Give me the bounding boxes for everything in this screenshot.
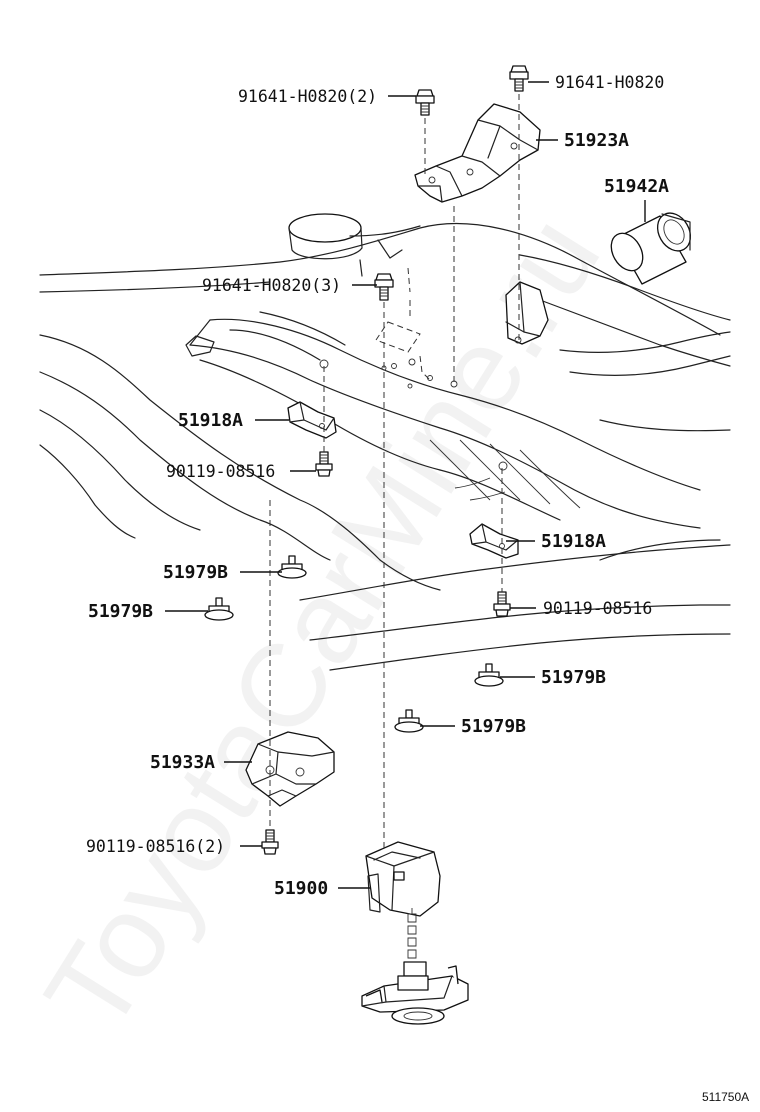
cushion-51979B-4 — [394, 709, 424, 733]
label-pipe-51942A: 51942A — [604, 176, 669, 197]
label-bolt-91641-H0820-left: 91641-H0820(2) — [238, 87, 377, 106]
figure-code: 511750A — [702, 1090, 749, 1104]
callout-labels: 91641-H0820(2) 91641-H0820 51923A 51942A… — [86, 73, 669, 899]
bolt-90119-08516-right — [493, 591, 511, 617]
spare-tire-carrier-51900 — [361, 841, 469, 1025]
cushion-51979B-2 — [204, 597, 234, 621]
pipe-51942A — [610, 212, 692, 285]
bracket-51918A-left — [287, 401, 337, 439]
label-bolt-90119-08516-lower: 90119-08516(2) — [86, 837, 225, 856]
label-bracket-51923A: 51923A — [564, 130, 629, 151]
label-cushion-51979B-3: 51979B — [541, 667, 606, 688]
bolt-90119-08516-left — [315, 451, 333, 477]
label-cushion-51979B-1: 51979B — [163, 562, 228, 583]
label-bracket-51918A-right: 51918A — [541, 531, 606, 552]
label-bolt-91641-H0820-right: 91641-H0820 — [555, 73, 664, 92]
callout-leaders — [165, 81, 646, 889]
label-cushion-51979B-2: 51979B — [88, 601, 153, 622]
bracket-51923A — [414, 103, 541, 203]
label-bolt-91641-H0820-center: 91641-H0820(3) — [202, 276, 341, 295]
bolt-90119-08516-lower — [261, 829, 279, 855]
label-bracket-51933A: 51933A — [150, 752, 215, 773]
label-bracket-51918A-left: 51918A — [178, 410, 243, 431]
cushion-51979B-3 — [474, 663, 504, 687]
assembly-lines — [269, 94, 520, 852]
bolt-91641-H0820-left — [415, 89, 435, 116]
bolt-91641-H0820-center — [374, 273, 394, 301]
frame-hanger-bracket — [505, 281, 549, 345]
vehicle-frame — [39, 213, 731, 671]
bolt-91641-H0820-right — [509, 65, 529, 92]
cushion-51979B-1 — [277, 555, 307, 579]
bracket-51933A — [245, 731, 335, 807]
label-bolt-90119-08516-left: 90119-08516 — [166, 462, 275, 481]
label-cushion-51979B-4: 51979B — [461, 716, 526, 737]
label-carrier-51900: 51900 — [274, 878, 328, 899]
label-bolt-90119-08516-right: 90119-08516 — [543, 599, 652, 618]
